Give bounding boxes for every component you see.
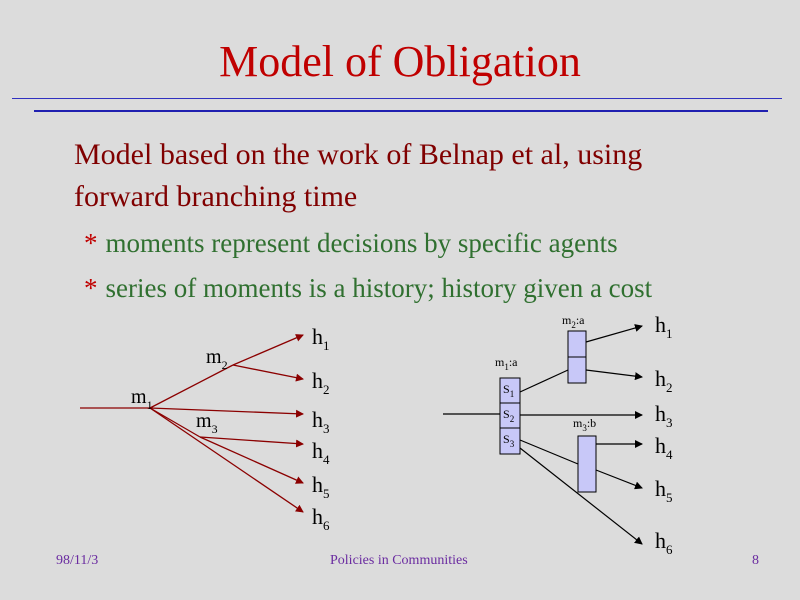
intro-paragraph: Model based on the work of Belnap et al,…: [74, 134, 642, 218]
history-label-h2: h2: [655, 366, 673, 395]
choice-label-s1: S1: [503, 382, 514, 399]
footer-date: 98/11/3: [56, 553, 99, 568]
edge-to-h5: [595, 469, 643, 490]
bullet-marker: *: [84, 228, 98, 258]
edge-m2-h2: [232, 364, 304, 382]
title-rule-bottom: [34, 110, 768, 112]
edge-to-h2: [585, 369, 643, 381]
moment-label-m2a: m2:a: [562, 313, 585, 330]
moment-label-m3b: m3:b: [573, 416, 596, 433]
footer-title: Policies in Communities: [330, 553, 468, 568]
moment-label-m3: m3: [196, 410, 218, 436]
right-choice-diagram: m1:a m2:a m3:b S1 S2 S3 h1 h2 h3 h4 h5 h…: [443, 312, 673, 557]
edge-m3-h5: [199, 436, 304, 484]
history-label-h4: h4: [655, 433, 673, 462]
edge-m1-m2: [149, 364, 234, 409]
history-label-h3: h3: [312, 407, 330, 436]
history-label-h6: h6: [312, 504, 330, 533]
intro-line-1: Model based on the work of Belnap et al,…: [74, 138, 643, 171]
choice-box-m1: [499, 377, 521, 455]
edge-to-h6: [519, 447, 643, 545]
history-label-h1: h1: [655, 312, 673, 341]
bullet-text: series of moments is a history; history …: [105, 273, 653, 303]
edge-m2-h1: [232, 334, 304, 366]
moment-label-m1a: m1:a: [495, 355, 518, 372]
slide-title: Model of Obligation: [219, 37, 581, 86]
choice-label-s2: S2: [503, 407, 514, 424]
edge-m1-m3: [149, 407, 201, 438]
history-label-h5: h5: [655, 476, 673, 505]
history-label-h2: h2: [312, 368, 330, 397]
edge-to-h1: [585, 324, 643, 343]
edge-m1-h6: [149, 407, 304, 513]
history-label-h1: h1: [312, 324, 330, 353]
left-branching-diagram: m1 m2 m3 h1 h2 h3 h4 h5 h6: [80, 324, 330, 533]
history-label-h4: h4: [312, 438, 330, 467]
bullet-item: *series of moments is a history; history…: [84, 273, 652, 304]
choice-box-m3: [577, 435, 597, 493]
history-label-h3: h3: [655, 401, 673, 430]
choice-label-s3: S3: [503, 432, 515, 449]
edge-s3-m3: [519, 439, 579, 465]
history-label-h6: h6: [655, 528, 673, 557]
edge-s1-m2: [519, 369, 569, 393]
title-rule-top: [12, 98, 782, 99]
edge-m1-h3: [149, 407, 304, 418]
moment-label-m2: m2: [206, 346, 228, 372]
footer-page-number: 8: [752, 553, 759, 568]
bullet-item: *moments represent decisions by specific…: [84, 228, 618, 259]
edge-m3-h4: [199, 436, 304, 448]
bullet-marker: *: [84, 273, 98, 303]
bullet-text: moments represent decisions by specific …: [105, 228, 618, 258]
history-label-h5: h5: [312, 472, 330, 501]
intro-line-2: forward branching time: [74, 180, 358, 213]
moment-label-m1: m1: [131, 386, 153, 412]
